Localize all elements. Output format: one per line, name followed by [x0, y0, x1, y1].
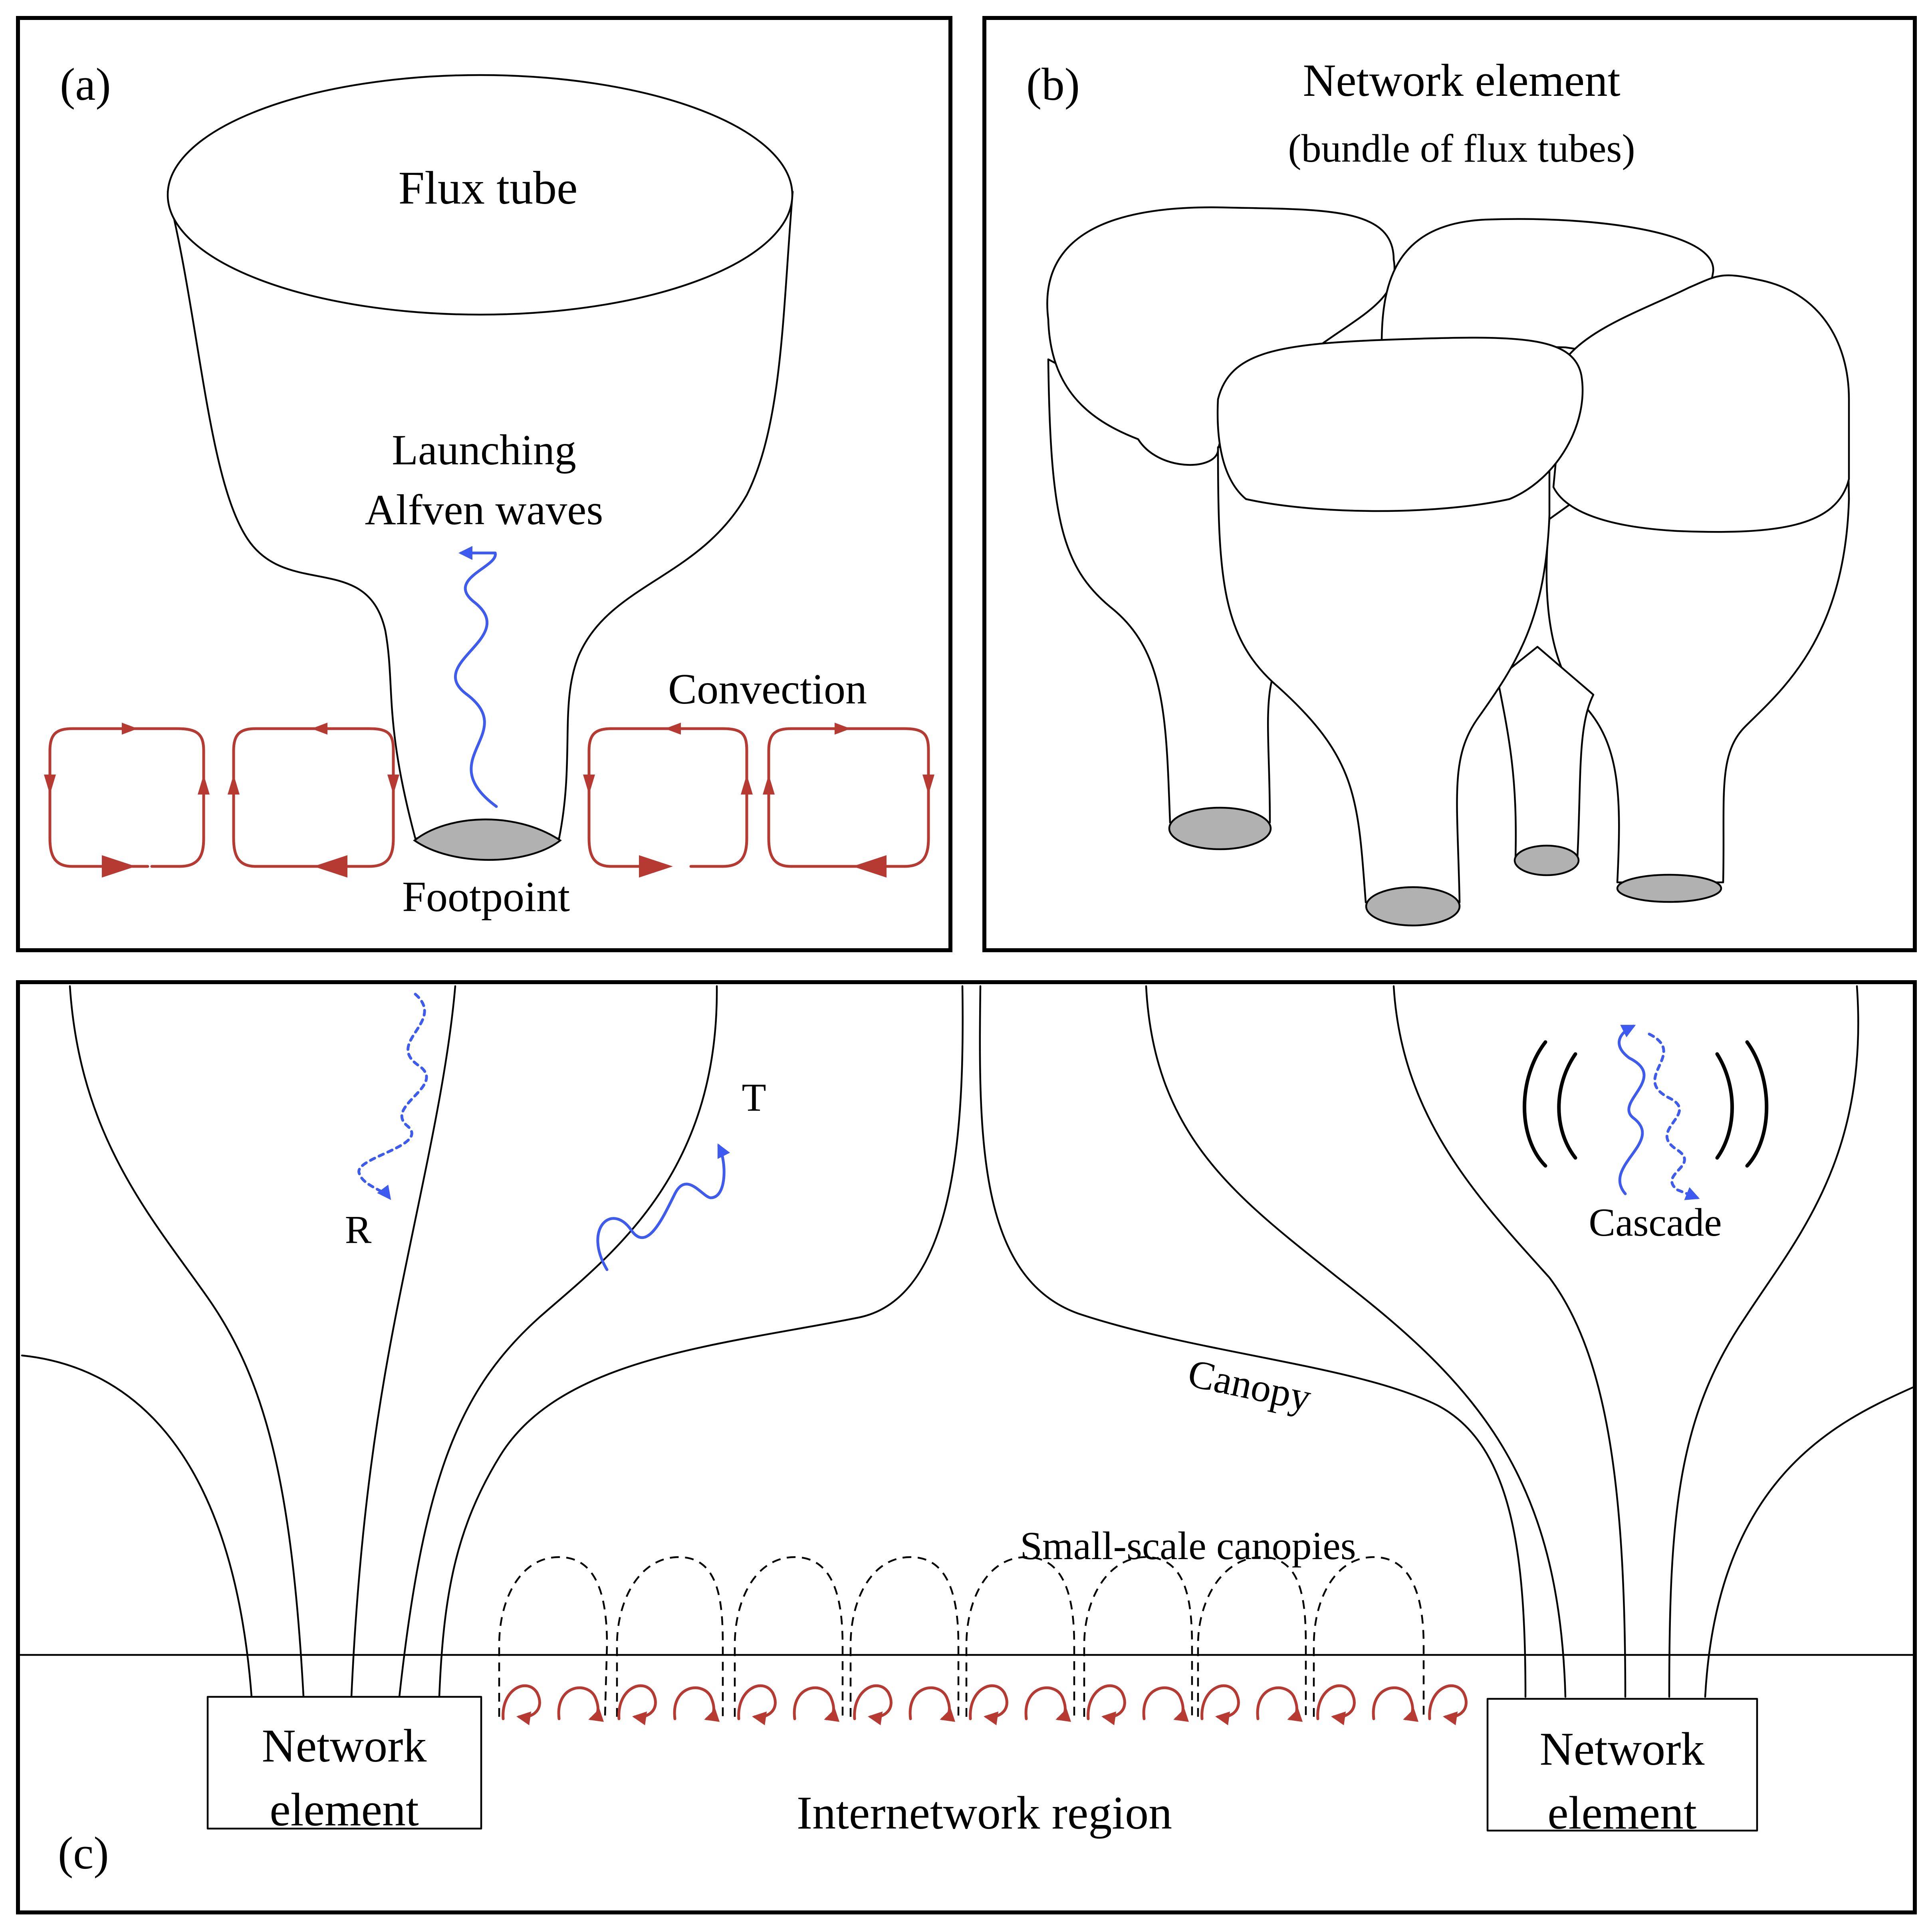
- panel-a-label: (a): [60, 59, 111, 110]
- cascade-label: Cascade: [1589, 1200, 1722, 1244]
- convection-cell: [48, 727, 205, 868]
- panel-b-label: (b): [1026, 59, 1080, 110]
- flux-tube-top: [1216, 337, 1584, 512]
- transmitted-wave-arrow: [596, 1143, 730, 1271]
- network-element-right-line2: element: [1547, 1787, 1697, 1839]
- convection-label: Convection: [668, 666, 867, 713]
- footpoint: [413, 818, 562, 861]
- convection-cells: [44, 723, 934, 878]
- network-element-subtitle: (bundle of flux tubes): [1288, 126, 1635, 170]
- panel-c: Network element Network element: [16, 980, 1917, 1914]
- reflected-label: R: [345, 1207, 372, 1252]
- internetwork-region-label: Internetwork region: [797, 1787, 1172, 1839]
- convection-cell: [232, 727, 395, 868]
- footpoint-label: Footpoint: [402, 873, 570, 921]
- network-element-left-line2: element: [270, 1783, 419, 1836]
- launching-label-line1: Launching: [392, 426, 576, 474]
- convection-cell: [587, 727, 748, 868]
- network-element-left-line1: Network: [262, 1720, 427, 1772]
- network-element-right-box: [1486, 1698, 1758, 1832]
- flux-tube-top: [1552, 274, 1850, 533]
- flux-tube-top: [1046, 206, 1396, 466]
- transmitted-label: T: [742, 1075, 766, 1120]
- footpoint: [1168, 806, 1272, 850]
- network-element-left-box: [206, 1696, 482, 1830]
- internetwork-convection: [502, 1684, 1468, 1726]
- small-scale-canopies: [498, 1556, 1425, 1717]
- panel-b: (b) Network element (bundle of flux tube…: [982, 16, 1917, 952]
- network-element-right-line1: Network: [1540, 1723, 1705, 1775]
- footpoint: [1513, 844, 1580, 876]
- right-field-lines: [979, 985, 1914, 1698]
- reflected-wave-arrow: [357, 993, 428, 1200]
- launching-label-line2: Alfven waves: [365, 486, 603, 534]
- footpoint: [1365, 886, 1461, 927]
- flux-tube: [1217, 438, 1551, 904]
- convection-cell: [767, 727, 930, 868]
- left-field-lines: [21, 985, 964, 1698]
- panel-a: (a) Flux tube Launching Alfven waves Con…: [16, 16, 952, 952]
- small-scale-canopies-label: Small-scale canopies: [1020, 1524, 1356, 1568]
- network-element-title: Network element: [1303, 55, 1620, 106]
- flux-tube-bundle: [1046, 206, 1850, 927]
- panel-c-label: (c): [58, 1828, 109, 1878]
- flux-tube-top-ellipse: [167, 74, 793, 316]
- alfven-wave-arrow: [454, 546, 498, 808]
- footpoint: [1616, 874, 1722, 903]
- flux-tube-body: [167, 190, 794, 840]
- flux-tube-label: Flux tube: [398, 162, 577, 214]
- cascade-symbol: [1523, 1024, 1769, 1200]
